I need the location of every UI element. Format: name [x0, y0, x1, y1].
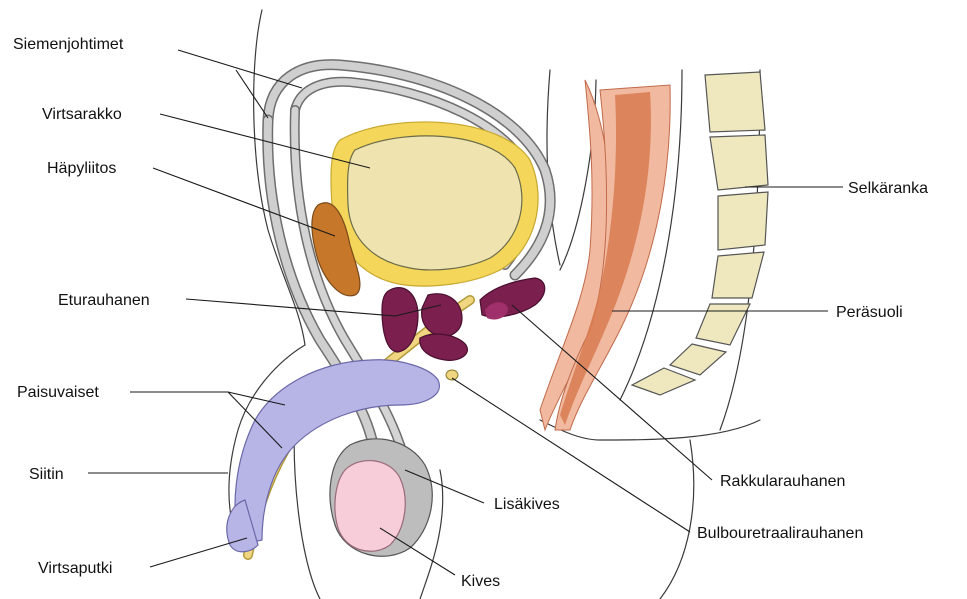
leader-hapyliitos: [153, 168, 335, 236]
label-paisuvaiset: Paisuvaiset: [17, 384, 99, 401]
testis-group: [330, 439, 432, 556]
label-perasuoli: Peräsuoli: [836, 304, 903, 321]
label-siemenjohtimet: Siemenjohtimet: [13, 36, 124, 53]
label-virtsaputki: Virtsaputki: [38, 560, 112, 577]
label-lisakives: Lisäkives: [494, 496, 560, 513]
leader-siemenjohtimet-1: [178, 50, 302, 88]
label-rakkularauhanen: Rakkularauhanen: [720, 473, 845, 490]
label-kives: Kives: [461, 573, 500, 590]
leader-virtsaputki: [150, 538, 247, 567]
leader-siemenjohtimet-2: [236, 70, 268, 118]
label-eturauhanen: Eturauhanen: [58, 292, 150, 309]
label-siitin: Siitin: [29, 466, 64, 483]
label-hapyliitos: Häpyliitos: [47, 160, 116, 177]
label-bulbouretraalirauhanen: Bulbouretraalirauhanen: [697, 525, 863, 542]
label-virtsarakko: Virtsarakko: [42, 106, 122, 123]
label-selkaranka: Selkäranka: [848, 180, 928, 197]
bladder: [331, 122, 538, 286]
leader-eturauhanen: [186, 299, 395, 316]
